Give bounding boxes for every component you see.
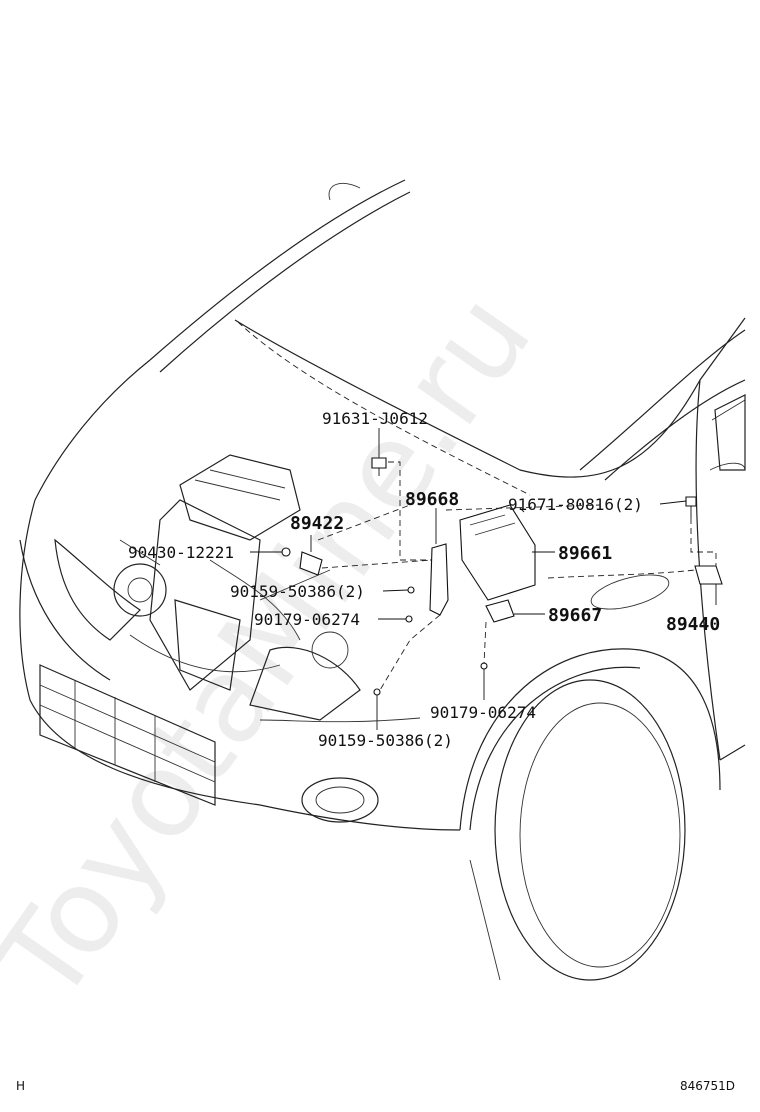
- bolt-91671-part: [685, 496, 697, 518]
- callout-89667: 89667: [548, 605, 602, 626]
- bolt-91631-part: [371, 457, 387, 476]
- callout-89422: 89422: [290, 513, 344, 534]
- sensor-89422-part: [281, 547, 323, 576]
- callout-90159-50386-lower: 90159-50386(2): [318, 731, 453, 750]
- bracket-89668-part: [429, 543, 449, 616]
- callout-90159-50386-mid: 90159-50386(2): [230, 582, 365, 601]
- bolt-90159-mid-part: [407, 586, 415, 594]
- callout-leader-lines: [250, 428, 717, 730]
- callout-89668: 89668: [405, 489, 459, 510]
- callout-91631-j0612: 91631-J0612: [322, 409, 428, 428]
- ecu-89661-part: [459, 504, 536, 601]
- footer-left-mark: H: [16, 1079, 25, 1093]
- callout-91671-80816: 91671-80816(2): [508, 495, 643, 514]
- diagram-id: 846751D: [680, 1079, 735, 1093]
- vehicle-body-outline: [19, 179, 746, 981]
- engine-assembly-sketch: [113, 454, 361, 721]
- callout-89661: 89661: [558, 543, 612, 564]
- callout-90179-06274-lower: 90179-06274: [430, 703, 536, 722]
- sensor-89440-part: [694, 565, 723, 585]
- bolt-90159-lower-part: [373, 688, 381, 696]
- bracket-89667-part: [485, 599, 515, 623]
- callout-90179-06274-left: 90179-06274: [254, 610, 360, 629]
- callout-89440: 89440: [666, 614, 720, 635]
- callout-90430-12221: 90430-12221: [128, 543, 234, 562]
- nut-90179-left-part: [405, 615, 413, 623]
